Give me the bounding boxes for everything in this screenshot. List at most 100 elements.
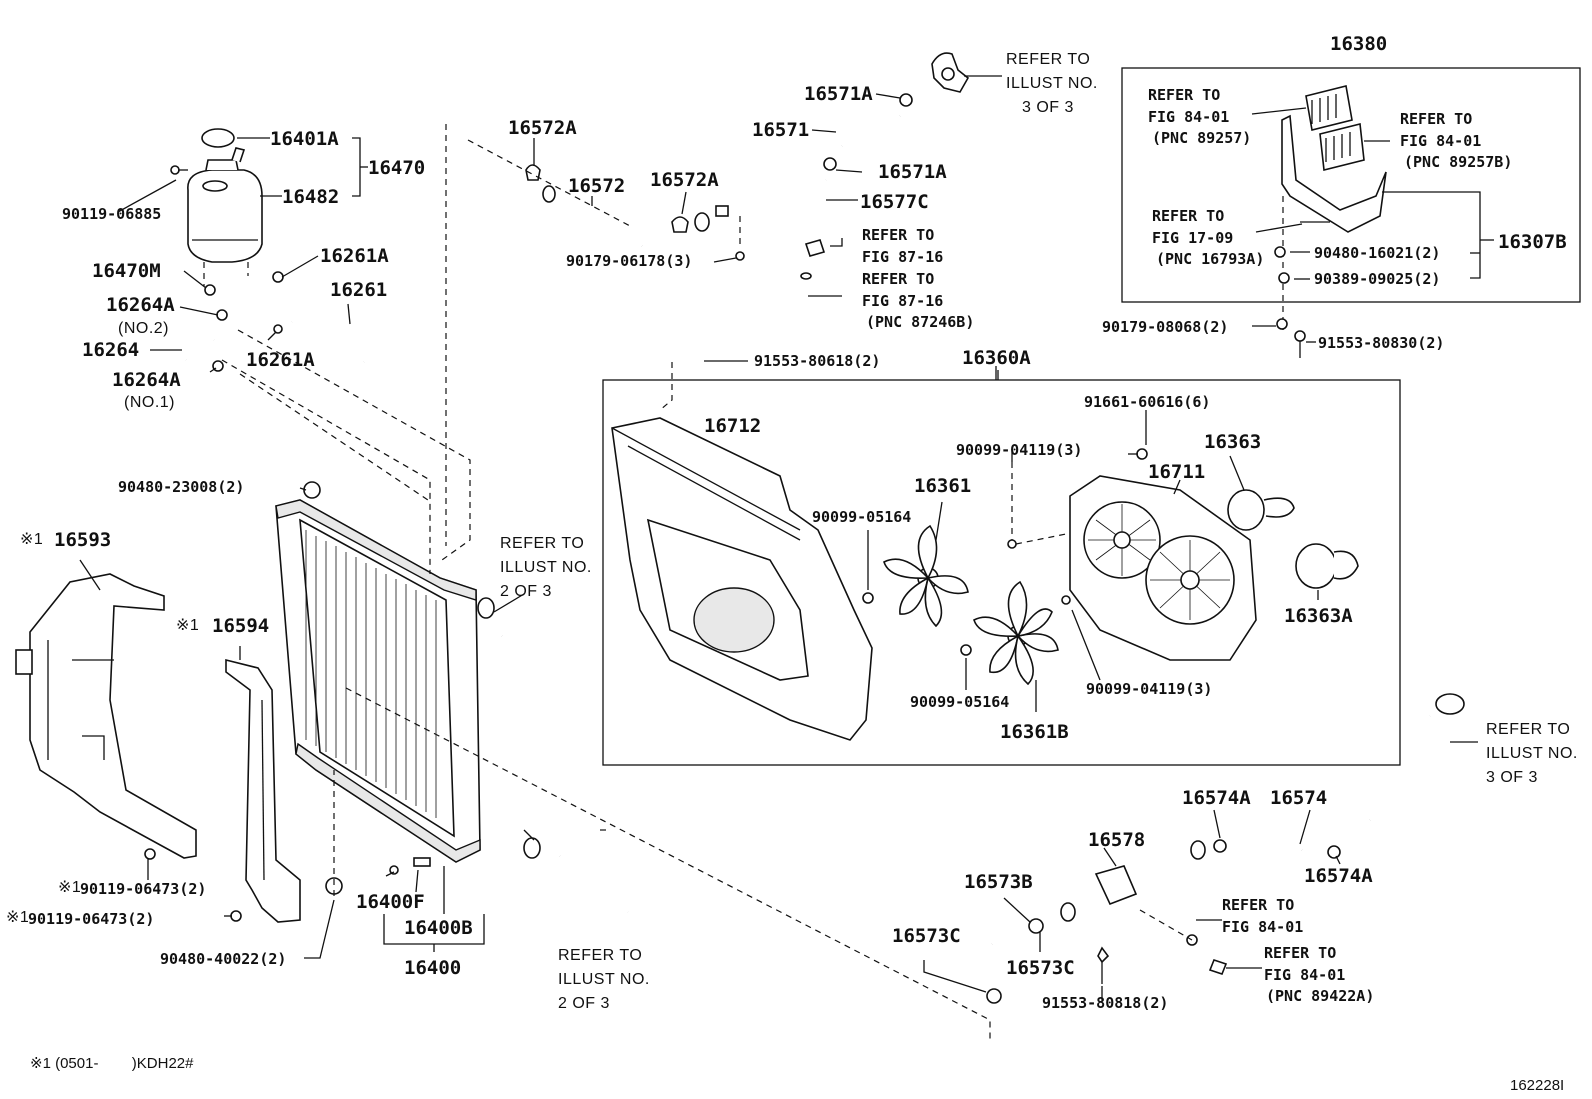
ecu-module-a bbox=[1305, 85, 1353, 131]
refer-fig-84-01-d: REFER TO FIG 84-01 (PNC 89422A) bbox=[1264, 944, 1374, 1005]
svg-text:REFER TO: REFER TO bbox=[1148, 86, 1220, 104]
svg-text:REFER TO: REFER TO bbox=[500, 535, 584, 552]
sensors-lower bbox=[1097, 934, 1228, 984]
shroud-bolt bbox=[1128, 448, 1148, 460]
refer-illust-2-mid: REFER TO ILLUST NO. 2 OF 3 bbox=[500, 535, 592, 600]
hose-16572 bbox=[525, 164, 689, 252]
label-16593: 16593 bbox=[54, 529, 111, 551]
svg-text:FIG 84-01: FIG 84-01 bbox=[1148, 108, 1229, 126]
label-16261A-bot: 16261A bbox=[246, 349, 315, 371]
label-16572A-left: 16572A bbox=[508, 117, 577, 139]
svg-text:(PNC 87246B): (PNC 87246B) bbox=[866, 313, 974, 331]
refer-illust-2-bot: REFER TO ILLUST NO. 2 OF 3 bbox=[558, 947, 649, 1012]
refer-fig-17-09: REFER TO FIG 17-09 (PNC 16793A) bbox=[1152, 207, 1264, 268]
fan-motor-16363A bbox=[1295, 543, 1359, 589]
label-16261A-top: 16261A bbox=[320, 245, 389, 267]
label-16261: 16261 bbox=[330, 279, 387, 301]
refer-fig-87-16-b: REFER TO FIG 87-16 (PNC 87246B) bbox=[862, 270, 974, 331]
label-90119-06473-b: 90119-06473(2) bbox=[28, 910, 154, 928]
radiator bbox=[275, 481, 541, 895]
label-16400: 16400 bbox=[404, 957, 461, 979]
label-91553-80618: 91553-80618(2) bbox=[754, 352, 880, 370]
label-16264A-no2: 16264A bbox=[106, 294, 175, 316]
label-90099-05164-top: 90099-05164 bbox=[812, 508, 911, 526]
svg-text:(PNC 89257B): (PNC 89257B) bbox=[1404, 153, 1512, 171]
label-16573B: 16573B bbox=[964, 871, 1033, 893]
svg-text:FIG 87-16: FIG 87-16 bbox=[862, 292, 943, 310]
label-90480-23008: 90480-23008(2) bbox=[118, 478, 244, 496]
label-91661-60616: 91661-60616(6) bbox=[1084, 393, 1210, 411]
label-16363: 16363 bbox=[1204, 431, 1261, 453]
label-16307B: 16307B bbox=[1498, 231, 1567, 253]
label-90480-40022: 90480-40022(2) bbox=[160, 950, 286, 968]
marker-x1-16594: ※1 bbox=[176, 617, 199, 634]
svg-text:FIG 84-01: FIG 84-01 bbox=[1264, 966, 1345, 984]
label-16400F: 16400F bbox=[356, 891, 425, 913]
drain-cock-16400F bbox=[389, 857, 431, 875]
label-90099-04119-bot: 90099-04119(3) bbox=[1086, 680, 1212, 698]
label-16363A: 16363A bbox=[1284, 605, 1353, 627]
label-16401A: 16401A bbox=[270, 128, 339, 150]
label-90099-05164-bot: 90099-05164 bbox=[910, 693, 1009, 711]
label-90179-06178: 90179-06178(3) bbox=[566, 252, 692, 270]
svg-text:(PNC 89422A): (PNC 89422A) bbox=[1266, 987, 1374, 1005]
fan-16361B bbox=[973, 580, 1059, 686]
pipe-right-refer bbox=[1367, 693, 1465, 826]
svg-text:REFER TO: REFER TO bbox=[862, 270, 934, 288]
label-90389-09025: 90389-09025(2) bbox=[1314, 270, 1440, 288]
ecu-module-b bbox=[1319, 123, 1365, 171]
svg-text:3 OF 3: 3 OF 3 bbox=[1486, 769, 1538, 786]
label-16573C-left: 16573C bbox=[892, 925, 961, 947]
label-16264: 16264 bbox=[82, 339, 139, 361]
fan-motor-shroud-16711 bbox=[1069, 475, 1257, 661]
label-16572A-right: 16572A bbox=[650, 169, 719, 191]
refer-fig-87-16-a: REFER TO FIG 87-16 bbox=[862, 226, 943, 266]
ecu-group-frame bbox=[1121, 67, 1581, 303]
label-90099-04119-top: 90099-04119(3) bbox=[956, 441, 1082, 459]
labels: 16380 16401A 16470 16482 90119-06885 162… bbox=[6, 33, 1567, 1012]
refer-blocks: REFER TO ILLUST NO. 3 OF 3 REFER TO FIG … bbox=[500, 51, 1577, 1012]
label-90179-08068: 90179-08068(2) bbox=[1102, 318, 1228, 336]
fan-16361 bbox=[883, 524, 969, 628]
label-16711: 16711 bbox=[1148, 461, 1205, 483]
svg-text:ILLUST NO.: ILLUST NO. bbox=[500, 559, 592, 576]
svg-text:REFER TO: REFER TO bbox=[1486, 721, 1570, 738]
label-16400B: 16400B bbox=[404, 917, 473, 939]
label-16571A-top: 16571A bbox=[804, 83, 873, 105]
label-no2: (NO.2) bbox=[118, 320, 169, 337]
refer-fig-84-01-b: REFER TO FIG 84-01 (PNC 89257B) bbox=[1400, 110, 1512, 171]
bolt-90119-06885 bbox=[170, 165, 188, 175]
marker-x1-90119-a: ※1 bbox=[58, 879, 81, 896]
pipe-16578 bbox=[1060, 840, 1206, 922]
label-16470M: 16470M bbox=[92, 260, 161, 282]
label-16571A-mid: 16571A bbox=[878, 161, 947, 183]
label-16577C: 16577C bbox=[860, 191, 929, 213]
air-guide-16593 bbox=[15, 573, 197, 860]
label-16712: 16712 bbox=[704, 415, 761, 437]
label-90119-06885: 90119-06885 bbox=[62, 205, 161, 223]
refer-fig-84-01-a: REFER TO FIG 84-01 (PNC 89257) bbox=[1148, 86, 1251, 147]
label-16360A: 16360A bbox=[962, 347, 1031, 369]
svg-text:REFER TO: REFER TO bbox=[862, 226, 934, 244]
svg-text:2 OF 3: 2 OF 3 bbox=[500, 583, 552, 600]
label-16482: 16482 bbox=[282, 186, 339, 208]
hose-16573B bbox=[985, 918, 1044, 1004]
hose-16574 bbox=[1213, 833, 1341, 859]
svg-text:FIG 84-01: FIG 84-01 bbox=[1400, 132, 1481, 150]
label-16578: 16578 bbox=[1088, 829, 1145, 851]
svg-text:REFER TO: REFER TO bbox=[1006, 51, 1090, 68]
air-guide-16594 bbox=[225, 658, 301, 923]
label-90480-16021: 90480-16021(2) bbox=[1314, 244, 1440, 262]
svg-text:REFER TO: REFER TO bbox=[1400, 110, 1472, 128]
radiator-hose-mid bbox=[497, 630, 564, 707]
svg-text:ILLUST NO.: ILLUST NO. bbox=[1006, 75, 1098, 92]
label-16572: 16572 bbox=[568, 175, 625, 197]
svg-text:FIG 84-01: FIG 84-01 bbox=[1222, 918, 1303, 936]
svg-text:(PNC 16793A): (PNC 16793A) bbox=[1156, 250, 1264, 268]
leader-lines bbox=[79, 75, 1494, 1002]
dashed-leaders bbox=[221, 124, 1193, 1040]
label-91553-80830: 91553-80830(2) bbox=[1318, 334, 1444, 352]
water-outlet bbox=[931, 52, 970, 93]
refer-illust-3-top: REFER TO ILLUST NO. 3 OF 3 bbox=[1006, 51, 1098, 116]
small-hoses-16264 bbox=[181, 262, 365, 372]
